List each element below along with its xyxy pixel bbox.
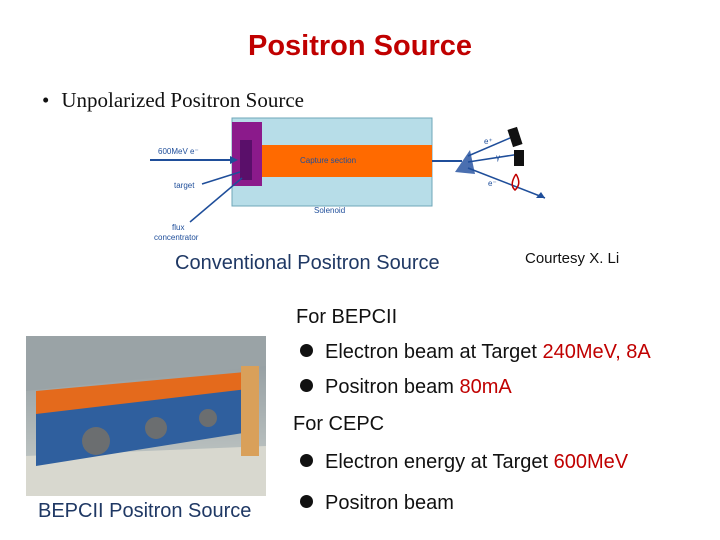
label-capture-section: Capture section: [300, 156, 356, 165]
label-target: target: [174, 181, 195, 190]
photo-component-1: [82, 427, 110, 455]
bepcii-item-1: Electron beam at Target 240MeV, 8A: [300, 341, 651, 364]
label-concentrator: concentrator: [154, 233, 199, 242]
photo-caption: BEPCII Positron Source: [38, 500, 251, 523]
bepcii-photo: [26, 336, 266, 496]
bullet-dot-icon: •: [42, 88, 49, 112]
bepcii-heading: For BEPCII: [296, 306, 397, 329]
particle-curve: [512, 174, 519, 190]
cepc-item-2-text: Positron beam: [325, 492, 454, 514]
label-positron: e⁺: [484, 137, 493, 146]
bepcii-item-2-value: 80mA: [460, 376, 512, 398]
bullet-dot-icon: [300, 454, 313, 467]
electron-path: [468, 168, 545, 198]
label-flux: flux: [172, 223, 184, 232]
label-electron: e⁻: [488, 179, 497, 188]
bepcii-item-1-text: Electron beam at Target: [325, 341, 543, 363]
courtesy-note: Courtesy X. Li: [525, 250, 619, 267]
cepc-item-1-text: Electron energy at Target: [325, 451, 554, 473]
positron-source-diagram: 600MeV e⁻ target flux concentrator Captu…: [150, 112, 560, 248]
bepcii-item-2: Positron beam 80mA: [300, 376, 512, 399]
cepc-item-2: Positron beam: [300, 492, 454, 515]
photo-component-2: [145, 417, 167, 439]
main-bullet-text: Unpolarized Positron Source: [61, 88, 304, 112]
slide-title: Positron Source: [0, 30, 720, 63]
bullet-dot-icon: [300, 495, 313, 508]
diagram-caption: Conventional Positron Source: [175, 252, 440, 275]
flux-concentrator-block: [240, 140, 252, 180]
cepc-item-1-value: 600MeV: [554, 451, 629, 473]
photo-component-3: [199, 409, 217, 427]
photo-side-rack: [241, 366, 259, 456]
bullet-dot-icon: [300, 344, 313, 357]
cepc-item-1: Electron energy at Target 600MeV: [300, 451, 628, 474]
magnet-lower: [514, 150, 524, 166]
cepc-heading: For CEPC: [293, 413, 384, 436]
label-gamma: γ: [496, 153, 500, 162]
bullet-dot-icon: [300, 379, 313, 392]
magnet-upper: [507, 127, 522, 147]
label-solenoid: Solenoid: [314, 206, 345, 215]
bepcii-item-2-text: Positron beam: [325, 376, 460, 398]
label-600mev: 600MeV e⁻: [158, 147, 199, 156]
bepcii-item-1-value: 240MeV, 8A: [543, 341, 651, 363]
gamma-path: [468, 154, 520, 162]
main-bullet: • Unpolarized Positron Source: [42, 88, 304, 113]
